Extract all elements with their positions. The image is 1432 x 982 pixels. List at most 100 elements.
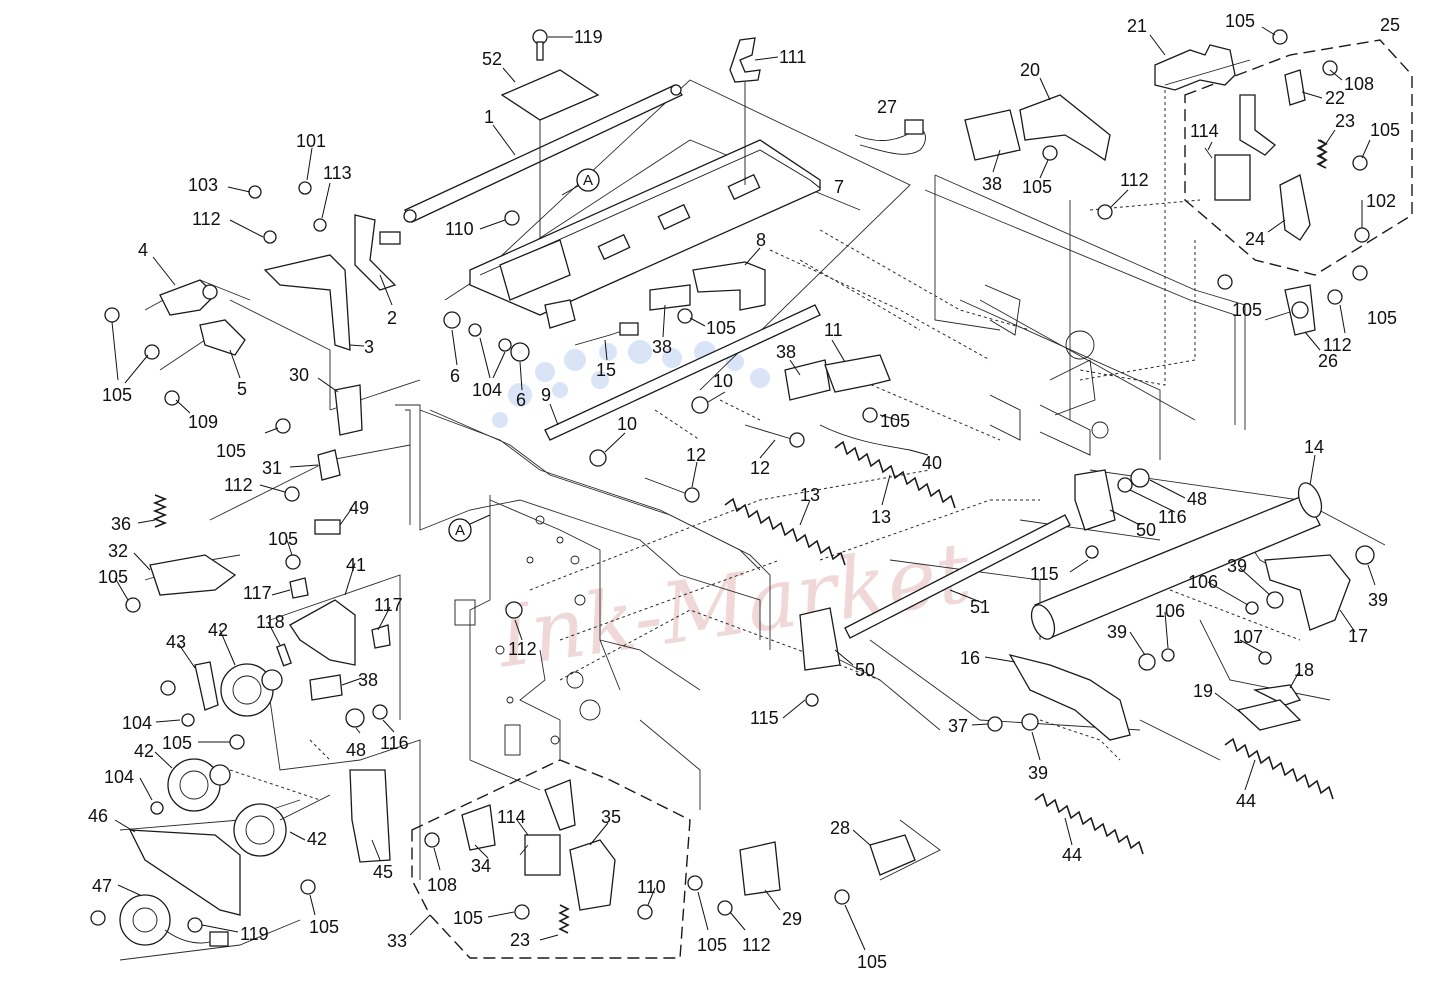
callout-label: 115 xyxy=(750,708,779,728)
callout-label: 117 xyxy=(374,595,403,615)
screw-105j xyxy=(275,418,291,434)
bracket-4 xyxy=(159,279,216,316)
arm-24 xyxy=(1279,174,1311,241)
bushing-39c xyxy=(1138,653,1156,671)
callout-label: 105 xyxy=(1232,300,1262,320)
callout-label: 24 xyxy=(1245,229,1265,249)
callout-label: 5 xyxy=(237,379,247,399)
arm-35 xyxy=(569,839,616,911)
group-33-boundary xyxy=(411,759,691,959)
bracket-43 xyxy=(194,661,219,711)
parts xyxy=(90,29,1375,947)
screw-115b xyxy=(805,693,819,707)
lever-22 xyxy=(1284,69,1306,106)
screw-103 xyxy=(248,185,262,199)
callout-label: 14 xyxy=(1304,437,1324,457)
callout-label: 8 xyxy=(756,230,766,250)
callout-label: 12 xyxy=(686,445,706,465)
washer-116a xyxy=(372,704,388,720)
callout-label: 21 xyxy=(1127,16,1147,36)
callout-label: 10 xyxy=(713,371,733,391)
callout-label: 116 xyxy=(380,733,409,753)
callout-label: 20 xyxy=(1020,60,1040,80)
washer-104c xyxy=(181,713,195,727)
reference-mark-a-top: A xyxy=(561,168,600,196)
washer-104b xyxy=(498,338,512,352)
callout-label: 52 xyxy=(482,49,502,69)
callout-label: 106 xyxy=(1155,601,1185,621)
washer-106a xyxy=(1245,601,1259,615)
callout-label: 22 xyxy=(1325,88,1345,108)
svg-text:A: A xyxy=(455,522,465,539)
screw-112b xyxy=(1097,204,1113,220)
callout-label: 102 xyxy=(1366,191,1396,211)
callout-label: 38 xyxy=(776,342,796,362)
screw-105n xyxy=(300,879,316,895)
callout-label: 9 xyxy=(541,385,551,405)
screw-105q xyxy=(834,889,850,905)
callout-label: 7 xyxy=(834,177,844,197)
connector-38a xyxy=(649,284,691,311)
callout-label: 31 xyxy=(262,458,282,478)
screw-104 xyxy=(160,680,176,696)
watermark: Ink-Market xyxy=(490,340,977,687)
bracket-5 xyxy=(199,319,246,356)
bushing-6a xyxy=(443,311,461,329)
plate-46 xyxy=(128,829,241,916)
callout-label: 105 xyxy=(102,385,132,405)
reference-marks: A A xyxy=(448,168,600,542)
callout-label: 50 xyxy=(1136,520,1156,540)
bracket-34 xyxy=(461,804,496,851)
callout-label: 38 xyxy=(982,174,1002,194)
screw-112d xyxy=(284,486,300,502)
callout-label: 11 xyxy=(824,320,843,340)
screw-108b xyxy=(424,832,440,848)
callout-label: 107 xyxy=(1233,627,1263,647)
callout-label: 116 xyxy=(1158,507,1187,527)
screw-105i xyxy=(862,407,878,423)
spring-44b xyxy=(1034,792,1144,855)
bushing-39a xyxy=(1266,591,1284,609)
callout-label: 36 xyxy=(111,514,131,534)
bushing-48b xyxy=(1130,468,1150,488)
callout-label: 112 xyxy=(742,935,771,955)
shaft-9 xyxy=(544,304,821,441)
callout-label: 110 xyxy=(445,219,474,239)
gear-42a xyxy=(220,663,283,717)
screw-105f xyxy=(677,308,693,324)
callout-label: 117 xyxy=(243,583,272,603)
screw-115a xyxy=(1085,545,1099,559)
callout-label: 105 xyxy=(1370,120,1400,140)
bushing-48a xyxy=(345,708,365,728)
collar-10b xyxy=(589,449,607,467)
callout-label: 41 xyxy=(346,555,366,575)
rod-12a xyxy=(644,477,700,503)
callout-label: 3 xyxy=(364,337,374,357)
callout-label: 43 xyxy=(166,632,186,652)
callout-label: 33 xyxy=(387,931,407,951)
screw-107 xyxy=(1258,651,1272,665)
bracket-45 xyxy=(349,769,391,863)
callout-label: 108 xyxy=(427,875,457,895)
callout-label: 50 xyxy=(855,660,875,680)
screw-37 xyxy=(987,716,1003,732)
washer-116b xyxy=(1117,477,1133,493)
callout-label: 13 xyxy=(871,507,891,527)
bracket-11 xyxy=(824,354,891,393)
bushing-39b xyxy=(1355,545,1375,565)
callout-label: 35 xyxy=(601,807,621,827)
callout-label: 23 xyxy=(1335,111,1355,131)
callout-label: 104 xyxy=(122,713,152,733)
callout-label: 111 xyxy=(779,47,806,67)
group-boundaries xyxy=(411,39,1413,959)
callout-label: 104 xyxy=(104,767,134,787)
screw-47 xyxy=(90,910,106,926)
spring-44a xyxy=(1224,737,1334,800)
callout-label: 112 xyxy=(224,475,253,495)
callout-label: 119 xyxy=(240,924,269,944)
latch-21 xyxy=(1154,44,1236,91)
screw-110a xyxy=(1354,227,1370,243)
callout-label: 25 xyxy=(1380,15,1400,35)
callout-label: 114 xyxy=(497,807,526,827)
